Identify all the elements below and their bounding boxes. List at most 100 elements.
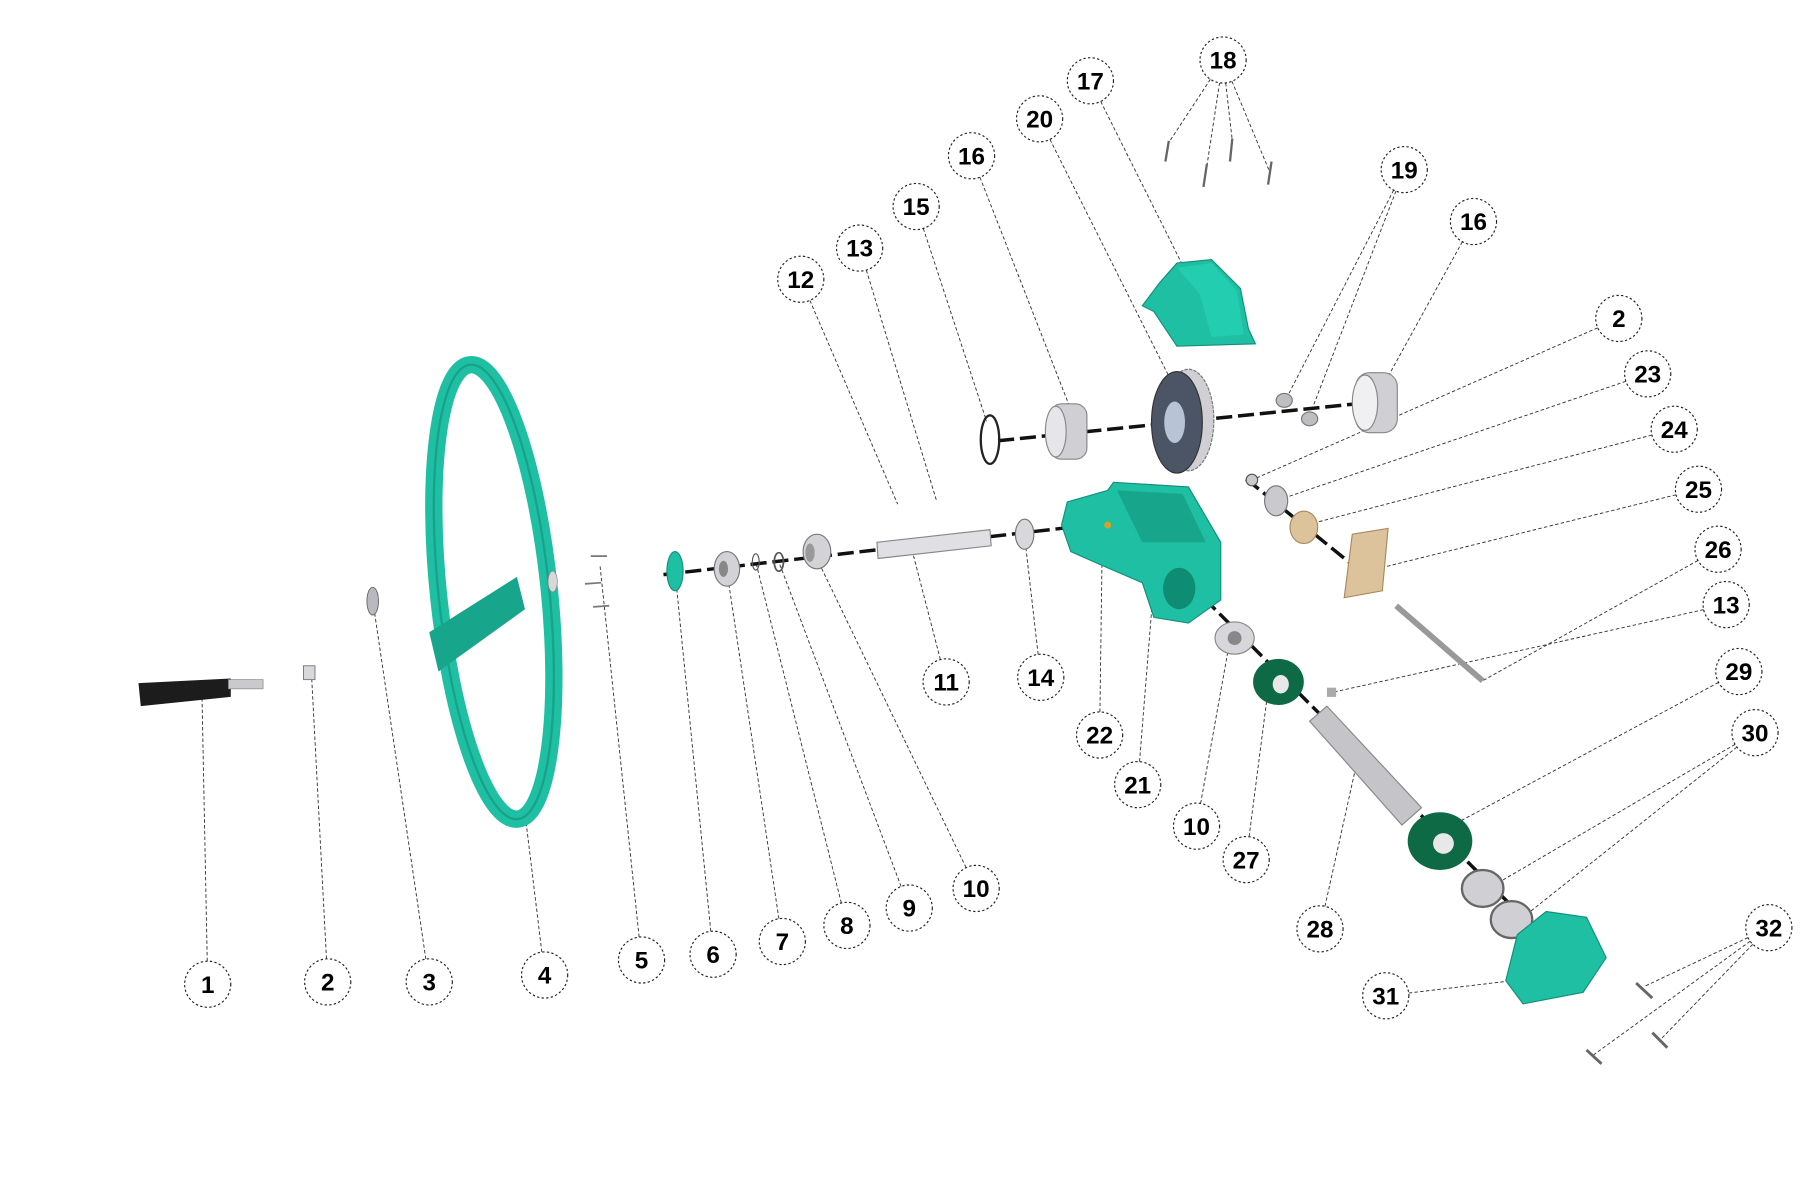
callout-number: 24: [1661, 417, 1688, 444]
part-dark-bushing-a: [1253, 658, 1304, 705]
callout-2: 2: [1595, 294, 1643, 343]
callout-circle: [885, 884, 933, 932]
callout-30: 30: [1731, 709, 1779, 757]
part-bearing-right: [1351, 372, 1398, 434]
part-circlip: [751, 553, 760, 571]
callout-number: 30: [1742, 720, 1769, 747]
callout-number: 10: [963, 876, 990, 903]
callout-circle: [1222, 835, 1270, 884]
leader-line: [1482, 548, 1719, 682]
callout-circle: [1595, 294, 1643, 343]
callout-number: 13: [1713, 592, 1740, 619]
part-long-bolt: [1394, 603, 1485, 683]
leader-line: [1332, 604, 1727, 693]
callout-4: 4: [520, 951, 569, 999]
leader-line: [1024, 536, 1042, 678]
leader-line: [859, 247, 938, 503]
callout-circle: [1380, 145, 1428, 194]
part-cover-screws: [1164, 138, 1273, 188]
callout-circle: [304, 958, 352, 1006]
callout-31: 31: [1362, 972, 1410, 1020]
callout-1: 1: [184, 960, 232, 1008]
callout-number: 16: [1460, 209, 1487, 236]
callout-number: 7: [776, 929, 789, 956]
part-retaining-ring: [979, 414, 1001, 465]
callout-circle: [520, 951, 569, 999]
callout-number: 21: [1124, 772, 1151, 799]
leader-line: [813, 551, 977, 889]
part-bearing-left: [1044, 403, 1088, 460]
part-worm-shaft: [1308, 705, 1423, 826]
callout-25: 25: [1674, 465, 1723, 513]
callout-circle: [1702, 580, 1750, 629]
callout-number: 11: [933, 670, 959, 697]
callout-circle: [1624, 350, 1672, 398]
callout-circle: [1015, 95, 1064, 143]
part-washer: [366, 586, 379, 616]
callout-circle: [1694, 525, 1742, 573]
leader-line: [1099, 565, 1103, 736]
part-dark-bushing-b: [1407, 812, 1473, 870]
part-input-shaft: [876, 528, 992, 560]
leader-line: [1306, 428, 1675, 526]
leader-line: [524, 813, 546, 976]
leader-line: [1592, 927, 1770, 1057]
callout-13: 13: [835, 224, 884, 272]
part-stop-washer: [1264, 485, 1289, 517]
callout-number: 1: [201, 972, 214, 999]
callout-6: 6: [689, 930, 737, 978]
leader-line: [372, 599, 430, 982]
callout-21: 21: [1114, 760, 1162, 809]
callout-number: 28: [1307, 917, 1334, 944]
leader-line: [915, 206, 987, 422]
callout-number: 12: [787, 267, 814, 294]
leader-line: [201, 692, 209, 985]
leader-line: [1196, 646, 1230, 827]
leader-line: [1372, 221, 1474, 405]
callout-number: 20: [1026, 107, 1053, 134]
callout-circle: [835, 224, 884, 272]
part-worm-gear: [1150, 368, 1215, 474]
callout-number: 8: [840, 913, 853, 940]
leader-line: [1276, 373, 1648, 502]
part-top-cover: [1141, 259, 1257, 347]
callout-number: 32: [1755, 915, 1782, 942]
callout-24: 24: [1650, 405, 1698, 453]
part-stop-plate: [1343, 527, 1389, 599]
callout-number: 17: [1077, 68, 1104, 95]
part-housing: [1060, 481, 1222, 624]
leader-line: [1367, 488, 1699, 572]
part-nut: [303, 665, 316, 681]
part-key-a: [1275, 392, 1293, 408]
leader-line: [674, 571, 714, 955]
part-end-cover-screws: [1585, 982, 1669, 1065]
callout-28: 28: [1296, 905, 1344, 953]
callout-circle: [1674, 465, 1723, 513]
leader-line: [1442, 671, 1740, 832]
callout-29: 29: [1715, 647, 1763, 696]
callout-14: 14: [1017, 653, 1065, 701]
callout-19: 19: [1380, 145, 1428, 194]
callout-5: 5: [617, 936, 666, 984]
leader-line: [1137, 582, 1155, 785]
leader-line: [1251, 318, 1620, 481]
leader-line: [1039, 118, 1178, 393]
callout-13: 13: [1702, 580, 1750, 629]
callout-circle: [758, 917, 806, 966]
callout-circle: [1449, 197, 1498, 246]
callout-number: 5: [635, 948, 648, 975]
callout-3: 3: [405, 958, 453, 1006]
callout-number: 18: [1210, 48, 1237, 75]
leader-line: [1245, 680, 1270, 860]
part-bearing-worm-a: [1460, 868, 1505, 909]
leader-line: [599, 565, 642, 961]
callout-number: 2: [321, 970, 334, 997]
callout-12: 12: [777, 255, 825, 303]
part-bushing: [802, 533, 832, 570]
callout-number: 25: [1685, 477, 1712, 504]
callout-10: 10: [952, 864, 1000, 913]
leader-line: [800, 279, 899, 505]
callout-26: 26: [1694, 525, 1742, 573]
callout-number: 16: [958, 143, 985, 170]
